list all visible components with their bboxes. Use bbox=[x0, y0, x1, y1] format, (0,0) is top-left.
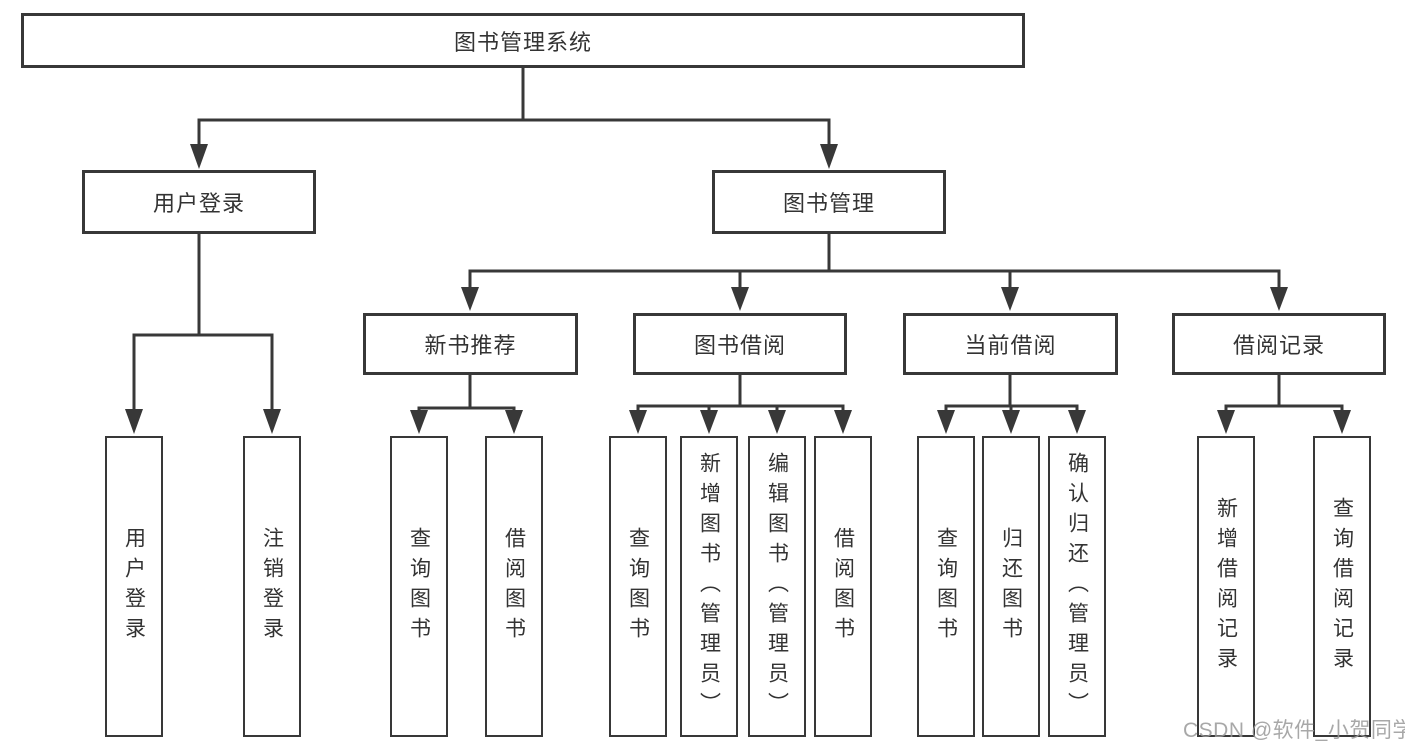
node-user-login: 用户登录 bbox=[82, 170, 316, 234]
node-current-borrow: 当前借阅 bbox=[903, 313, 1118, 375]
leaf-query-books-recommend: 查询图书 bbox=[390, 436, 448, 737]
leaf-logout-label: 注销登录 bbox=[260, 526, 284, 647]
node-new-book-recommend-label: 新书推荐 bbox=[424, 333, 517, 358]
node-library-system-label: 图书管理系统 bbox=[453, 29, 592, 55]
leaf-query-borrow-record: 查询借阅记录 bbox=[1313, 436, 1371, 737]
leaf-add-borrow-record-label: 新增借阅记录 bbox=[1214, 496, 1238, 677]
leaf-user-login: 用户登录 bbox=[105, 436, 163, 737]
watermark: CSDN @软件_小贺同学 bbox=[1183, 719, 1405, 742]
node-library-system: 图书管理系统 bbox=[21, 13, 1025, 68]
leaf-user-login-label: 用户登录 bbox=[122, 526, 146, 647]
node-borrow-records: 借阅记录 bbox=[1172, 313, 1386, 375]
leaf-query-borrow-record-label: 查询借阅记录 bbox=[1330, 496, 1354, 677]
leaf-query-books-borrow: 查询图书 bbox=[609, 436, 667, 737]
node-book-management-label: 图书管理 bbox=[782, 191, 875, 216]
leaf-add-borrow-record: 新增借阅记录 bbox=[1197, 436, 1255, 737]
leaf-query-books-recommend-label: 查询图书 bbox=[407, 526, 431, 647]
leaf-borrow-books-recommend: 借阅图书 bbox=[485, 436, 543, 737]
node-book-management: 图书管理 bbox=[712, 170, 946, 234]
leaf-edit-book-admin: 编辑图书（管理员） bbox=[748, 436, 806, 737]
node-new-book-recommend: 新书推荐 bbox=[363, 313, 578, 375]
leaf-borrow-books-recommend-label: 借阅图书 bbox=[502, 526, 526, 647]
leaf-logout: 注销登录 bbox=[243, 436, 301, 737]
node-book-borrow-label: 图书借阅 bbox=[693, 333, 786, 358]
connector-paths bbox=[132, 68, 1344, 414]
leaf-borrow-books-borrow: 借阅图书 bbox=[814, 436, 872, 737]
leaf-query-books-borrow-label: 查询图书 bbox=[626, 526, 650, 647]
leaf-edit-book-admin-label: 编辑图书（管理员） bbox=[765, 451, 789, 722]
leaf-add-book-admin-label: 新增图书（管理员） bbox=[697, 451, 721, 722]
leaf-query-books-current-label: 查询图书 bbox=[934, 526, 958, 647]
leaf-borrow-books-borrow-label: 借阅图书 bbox=[831, 526, 855, 647]
node-user-login-label: 用户登录 bbox=[152, 191, 245, 216]
connector-arrowheads bbox=[125, 144, 1351, 434]
leaf-query-books-current: 查询图书 bbox=[917, 436, 975, 737]
node-borrow-records-label: 借阅记录 bbox=[1232, 333, 1325, 358]
leaf-confirm-return-admin: 确认归还（管理员） bbox=[1048, 436, 1106, 737]
leaf-confirm-return-admin-label: 确认归还（管理员） bbox=[1065, 451, 1089, 722]
leaf-return-books-label: 归还图书 bbox=[999, 526, 1023, 647]
node-book-borrow: 图书借阅 bbox=[633, 313, 847, 375]
node-current-borrow-label: 当前借阅 bbox=[964, 333, 1057, 358]
leaf-add-book-admin: 新增图书（管理员） bbox=[680, 436, 738, 737]
leaf-return-books: 归还图书 bbox=[982, 436, 1040, 737]
